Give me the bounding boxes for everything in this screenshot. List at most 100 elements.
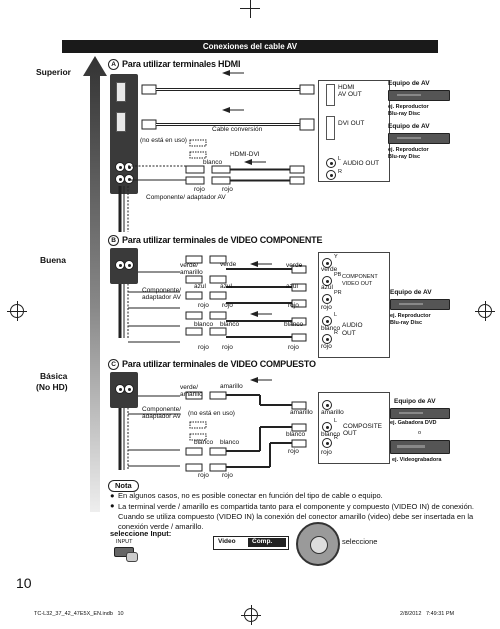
tv-jack bbox=[124, 174, 134, 184]
bluray-player-icon bbox=[388, 133, 450, 144]
a-adaptador-label: Componente/ adaptador AV bbox=[146, 194, 226, 201]
b-equipo-label: Equipo de AV bbox=[390, 289, 432, 296]
level-basica: Básica bbox=[40, 371, 68, 381]
b-pr-label: PR bbox=[334, 290, 342, 296]
input-menu-comp: Comp. bbox=[252, 538, 273, 545]
page-header: Conexiones del cable AV bbox=[62, 40, 438, 53]
level-buena: Buena bbox=[40, 255, 66, 265]
a-rojo2-label: rojo bbox=[222, 186, 233, 193]
dvi-out-port bbox=[326, 116, 335, 140]
c-dev-rojo-label: rojo bbox=[288, 448, 299, 455]
hdmi-out-label: HDMI AV OUT bbox=[338, 84, 362, 99]
nota-item-1: En algunos casos, no es posible conectar… bbox=[118, 491, 383, 500]
registration-mark bbox=[475, 301, 495, 321]
audio-out-r-jack bbox=[326, 170, 336, 180]
section-b-letter: B bbox=[108, 235, 119, 246]
b-r-label: R bbox=[334, 330, 338, 336]
composite-r-jack bbox=[322, 438, 332, 448]
b-rojo1-label: rojo bbox=[198, 302, 209, 309]
c-dev-amarillo-label: amarillo bbox=[290, 409, 313, 416]
c-dev-amarillo2-label: amarillo bbox=[321, 409, 344, 416]
tv-jack bbox=[124, 260, 134, 270]
footer-date: 2/8/2012 7:49:31 PM bbox=[400, 611, 455, 617]
bluray-player-icon bbox=[388, 90, 450, 101]
pr-jack bbox=[322, 294, 332, 304]
a-r-label: R bbox=[338, 169, 342, 175]
b-azul1-label: azul bbox=[194, 283, 206, 290]
dvd-recorder-icon bbox=[390, 408, 450, 419]
audio-out-l-jack bbox=[326, 158, 336, 168]
vcr-icon bbox=[390, 440, 450, 454]
input-menu-video: Video bbox=[218, 538, 236, 545]
tv-jack bbox=[124, 162, 134, 172]
b-azul2-label: azul bbox=[220, 283, 232, 290]
dvi-out-label: DVI OUT bbox=[338, 120, 365, 127]
finger-icon bbox=[126, 552, 138, 562]
nota-bullet-icon: ● bbox=[110, 491, 115, 500]
c-adaptador-label: Componente/ adaptador AV bbox=[142, 406, 182, 421]
y-jack bbox=[322, 258, 332, 268]
level-no-hd: (No HD) bbox=[36, 382, 68, 392]
nota-bullet-icon: ● bbox=[110, 501, 115, 510]
composite-l-jack bbox=[322, 422, 332, 432]
tv-hdmi-port bbox=[116, 82, 126, 102]
b-verde-label: verde bbox=[220, 261, 237, 268]
c-dev-blanco-label: blanco bbox=[286, 431, 306, 438]
registration-mark bbox=[241, 605, 261, 625]
section-a-letter: A bbox=[108, 59, 119, 70]
b-blanco1-label: blanco bbox=[194, 321, 214, 328]
quality-arrow-icon bbox=[83, 56, 107, 512]
b-blanco2-label: blanco bbox=[220, 321, 240, 328]
tv-hdmi-port bbox=[116, 112, 126, 132]
c-equipo-label: Equipo de AV bbox=[394, 398, 436, 405]
c-dev-blanco2-label: blanco bbox=[321, 431, 341, 438]
nota-item-2: La terminal verde / amarillo es comparti… bbox=[118, 502, 475, 531]
c-plug-group bbox=[185, 377, 307, 472]
a-hdmi-dvi-label: HDMI-DVI bbox=[230, 151, 260, 158]
b-l-label: L bbox=[334, 312, 338, 318]
input-instruction-label: seleccione Input: bbox=[110, 529, 172, 538]
a-blanco-label: blanco bbox=[203, 159, 223, 166]
a-reproductor2-label: ej. Reproductor Blu-ray Disc bbox=[388, 147, 429, 160]
navigation-pad-icon bbox=[296, 522, 340, 566]
c-rojo1-label: rojo bbox=[198, 472, 209, 479]
a-rojo1-label: rojo bbox=[194, 186, 205, 193]
c-amarillo-label: amarillo bbox=[220, 383, 243, 390]
b-reproductor-label: ej. Reproductor Blu-ray Disc bbox=[390, 313, 431, 326]
b-dev-rojo2-label: rojo bbox=[321, 304, 332, 311]
b-device-panel bbox=[318, 252, 390, 358]
b-dev-azul2-label: azul bbox=[321, 284, 333, 291]
c-l-label: L bbox=[334, 418, 338, 424]
input-menu-comp-highlight bbox=[248, 538, 286, 547]
level-superior: Superior bbox=[36, 67, 71, 77]
c-o-label: o bbox=[418, 430, 422, 436]
b-dev-rojo3-label: rojo bbox=[288, 344, 299, 351]
seleccione-label: seleccione bbox=[342, 537, 378, 546]
b-rojo4-label: rojo bbox=[222, 344, 233, 351]
c-dev-rojo2-label: rojo bbox=[321, 449, 332, 456]
audio-r-jack bbox=[322, 334, 332, 344]
b-dev-verde-label: verde bbox=[286, 262, 303, 269]
composite-out-label: COMPOSITE OUT bbox=[343, 423, 383, 438]
c-no-esta-label: (no está en uso) bbox=[188, 410, 235, 417]
footer-file: TC-L32_37_42_47E5X_EN.indb 10 bbox=[34, 611, 124, 617]
b-y-label: Y bbox=[334, 254, 338, 260]
composite-video-jack bbox=[322, 400, 332, 410]
input-button-label: INPUT bbox=[116, 539, 133, 545]
b-dev-azul-label: azul bbox=[286, 283, 298, 290]
c-verde-amarillo-label: verde/ amarillo bbox=[180, 384, 203, 399]
a-cable-conv-label: Cable conversión bbox=[212, 126, 263, 133]
audio-out-label: AUDIO OUT bbox=[343, 160, 380, 167]
hdmi-out-port bbox=[326, 84, 335, 106]
a-no-esta-label: (no está en uso) bbox=[140, 137, 187, 144]
component-out-label: COMPONENT VIDEO OUT bbox=[342, 274, 378, 287]
input-menu: Video Comp. bbox=[213, 536, 289, 550]
bluray-player-icon bbox=[390, 299, 450, 310]
b-dev-blanco2-label: blanco bbox=[321, 325, 341, 332]
c-blanco1-label: blanco bbox=[194, 439, 214, 446]
a-equipo1-label: Equipo de AV bbox=[388, 80, 430, 87]
a-l-label: L bbox=[338, 156, 342, 162]
a-equipo2-label: Equipo de AV bbox=[388, 123, 430, 130]
